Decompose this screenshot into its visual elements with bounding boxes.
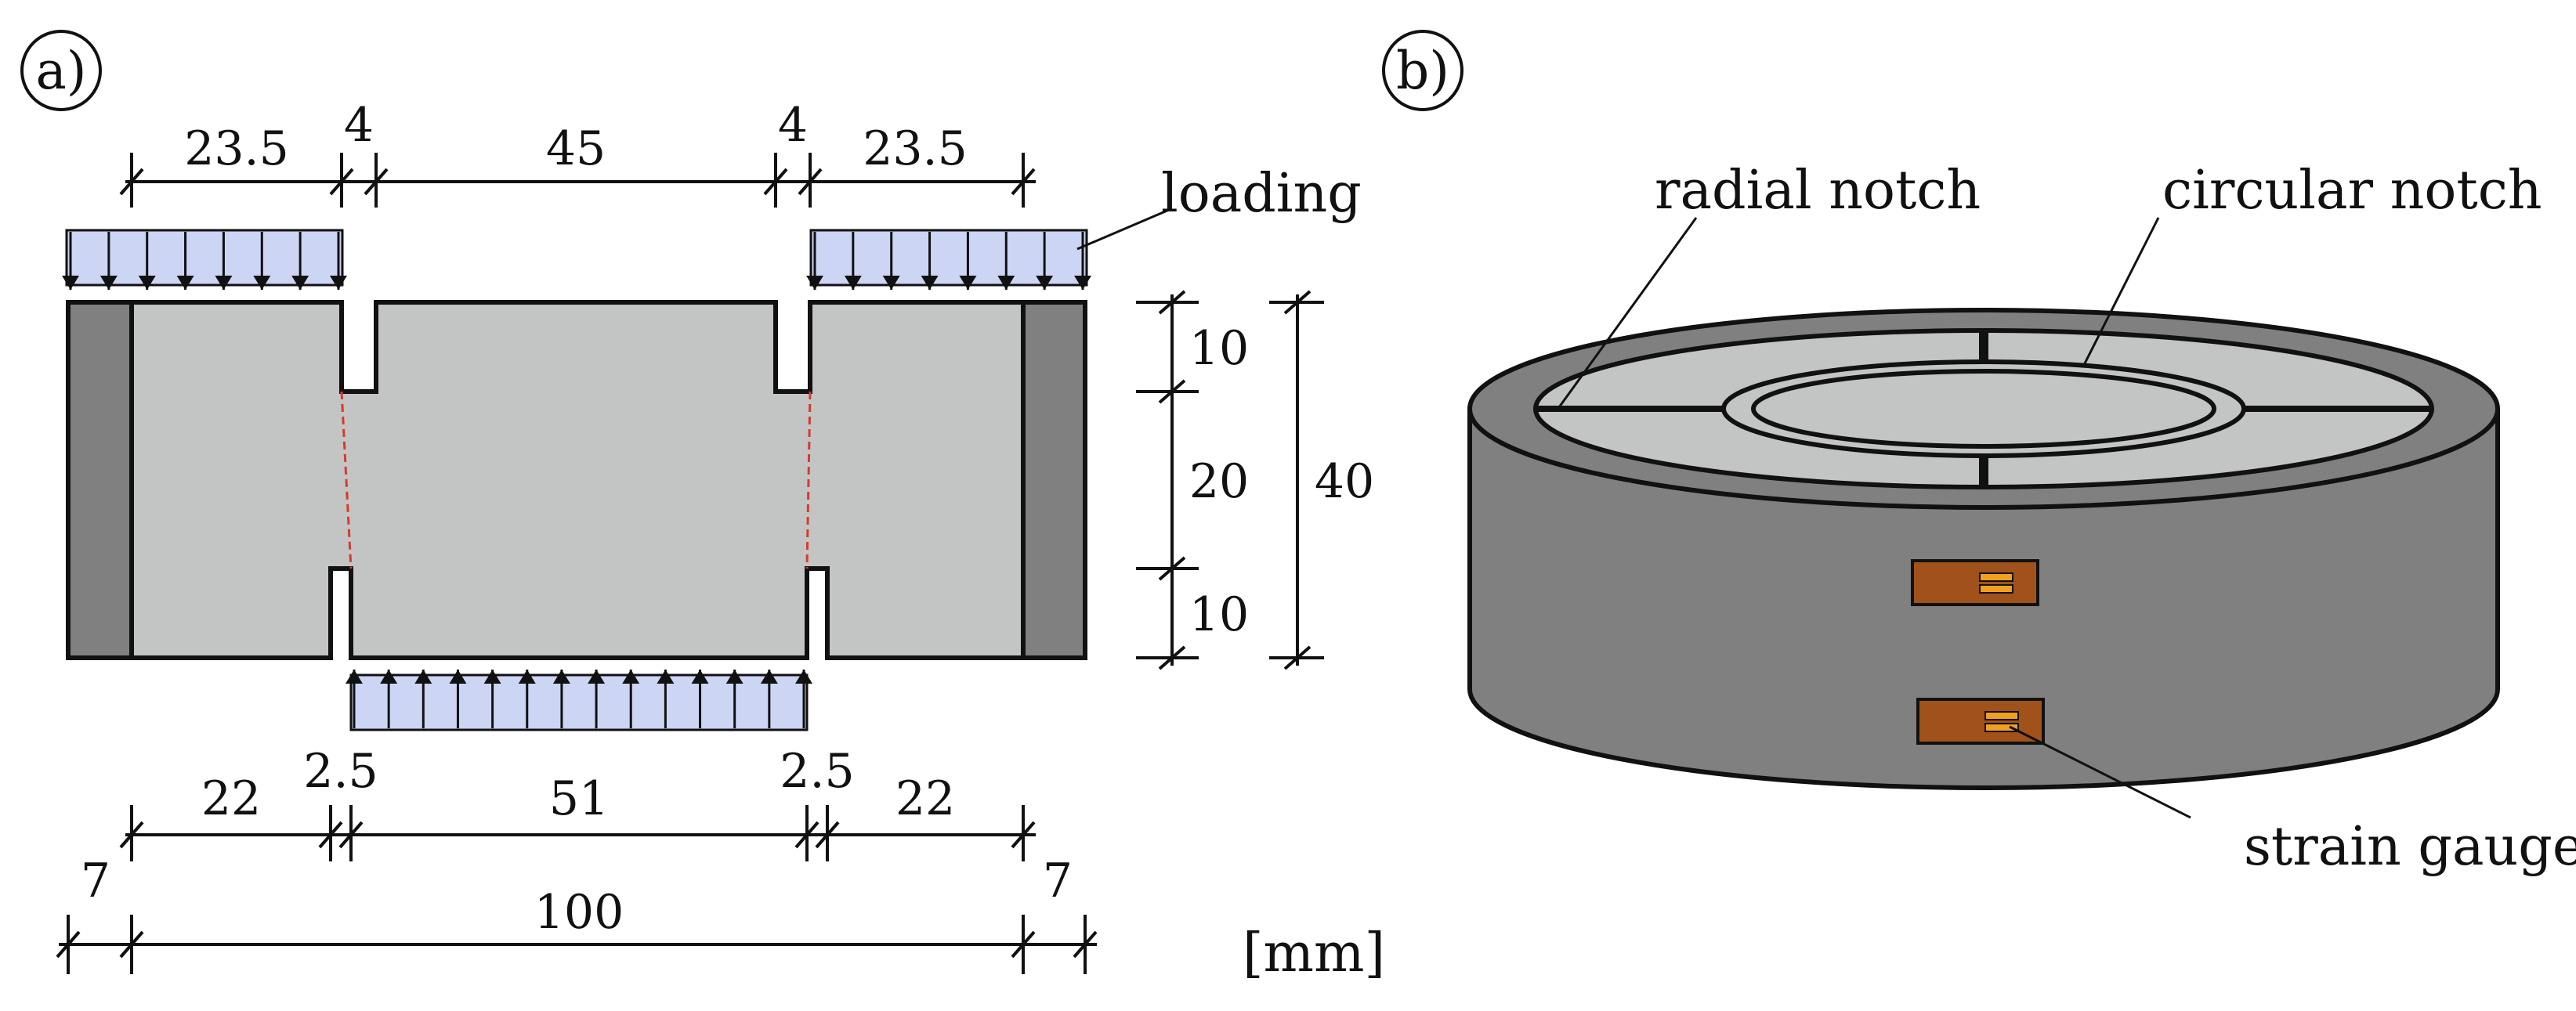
top-dim-2: 4 [344, 98, 374, 153]
circular-notch-inner [1751, 369, 2216, 449]
bottom-dim-5: 22 [895, 771, 955, 826]
load-arrow [552, 670, 570, 728]
circular-notch-leader [2082, 217, 2160, 366]
right-dimension-lines: 10 20 10 40 [1136, 290, 1374, 670]
loading-leader-line [1076, 208, 1170, 251]
bottom-dimension-line: 22 2.5 51 2.5 22 [119, 744, 1036, 861]
load-arrow [253, 232, 271, 290]
load-arrow [921, 232, 939, 290]
load-arrow [622, 670, 640, 728]
strain-gauge-lower [1916, 698, 2045, 745]
panel-b-label-circle [1382, 30, 1463, 111]
top-dim-ticks [119, 153, 1036, 208]
bottom-dim-2: 2.5 [303, 744, 378, 799]
load-arrow [806, 232, 823, 290]
load-arrow [844, 232, 862, 290]
top-left-load-arrows [62, 232, 347, 290]
overall-dim-ticks [56, 915, 1098, 974]
load-arrow [330, 232, 347, 290]
top-left-load [62, 229, 347, 290]
bottom-load [346, 670, 812, 731]
bottom-dim-4: 2.5 [780, 744, 854, 799]
ring-specimen [1467, 308, 2500, 790]
load-arrow [380, 670, 398, 728]
overall-dim-2: 100 [534, 885, 624, 940]
load-arrow [725, 670, 743, 728]
load-arrow [1074, 232, 1091, 290]
load-arrow [795, 670, 812, 728]
strain-gauge-upper [1911, 559, 2039, 606]
load-arrow [588, 670, 606, 728]
load-arrow [346, 670, 363, 728]
load-arrow [414, 670, 432, 728]
left-crack-line [340, 391, 353, 569]
load-arrow [760, 670, 778, 728]
load-arrow [657, 670, 675, 728]
load-arrow [691, 670, 709, 728]
panel-a-label-circle [20, 30, 102, 111]
right-dim-3: 10 [1189, 587, 1249, 642]
top-dim-1: 23.5 [184, 121, 289, 176]
panel-b: b) [1382, 30, 2576, 878]
load-arrow [291, 232, 309, 290]
loading-label: loading [1161, 163, 1362, 225]
top-dim-4: 4 [778, 98, 808, 153]
left-steel-plate [66, 300, 134, 660]
panel-a-label: a) [35, 41, 86, 101]
load-arrow [882, 232, 900, 290]
top-right-load [806, 229, 1091, 290]
load-arrow [99, 232, 118, 290]
bottom-dim-ticks [119, 805, 1036, 861]
specimen-cross-section [66, 300, 1087, 660]
right-dim-2: 20 [1189, 454, 1249, 509]
load-arrow [138, 232, 156, 290]
radial-notch-leader [1558, 217, 1698, 408]
bottom-dim-3: 51 [549, 771, 609, 826]
bottom-dim-1: 22 [201, 771, 261, 826]
load-arrow [62, 232, 79, 290]
right-steel-plate [1021, 300, 1087, 660]
top-dim-3: 45 [546, 121, 606, 176]
bottom-load-block [349, 673, 809, 731]
panel-b-label: b) [1396, 41, 1449, 101]
unit-label: [mm] [1243, 923, 1385, 984]
load-arrow [959, 232, 977, 290]
right-dim-1: 10 [1189, 321, 1249, 376]
top-right-load-arrows [806, 232, 1091, 290]
bottom-load-arrows [346, 670, 812, 728]
load-arrow [1036, 232, 1054, 290]
load-arrow [518, 670, 536, 728]
top-dim-5: 23.5 [863, 121, 968, 176]
right-dim-ticks [1136, 290, 1324, 670]
overall-dim-1: 7 [81, 854, 110, 908]
load-arrow [483, 670, 501, 728]
strain-gauge-leader [2009, 725, 2191, 819]
strain-gauge-label: strain gauge [2244, 816, 2576, 878]
circular-notch-label: circular notch [2162, 160, 2542, 222]
specimen-body [66, 300, 1087, 660]
overall-dimension-line: 7 100 7 [56, 854, 1098, 974]
top-dimension-line: 23.5 4 45 4 23.5 [119, 98, 1036, 208]
radial-notch-label: radial notch [1655, 160, 1981, 222]
overall-dim-3: 7 [1043, 854, 1073, 908]
right-crack-line [805, 391, 812, 569]
load-arrow [997, 232, 1015, 290]
load-arrow [176, 232, 194, 290]
panel-a: a) loading [20, 30, 1385, 984]
right-dim-total: 40 [1315, 454, 1374, 509]
load-arrow [215, 232, 233, 290]
load-arrow [449, 670, 467, 728]
